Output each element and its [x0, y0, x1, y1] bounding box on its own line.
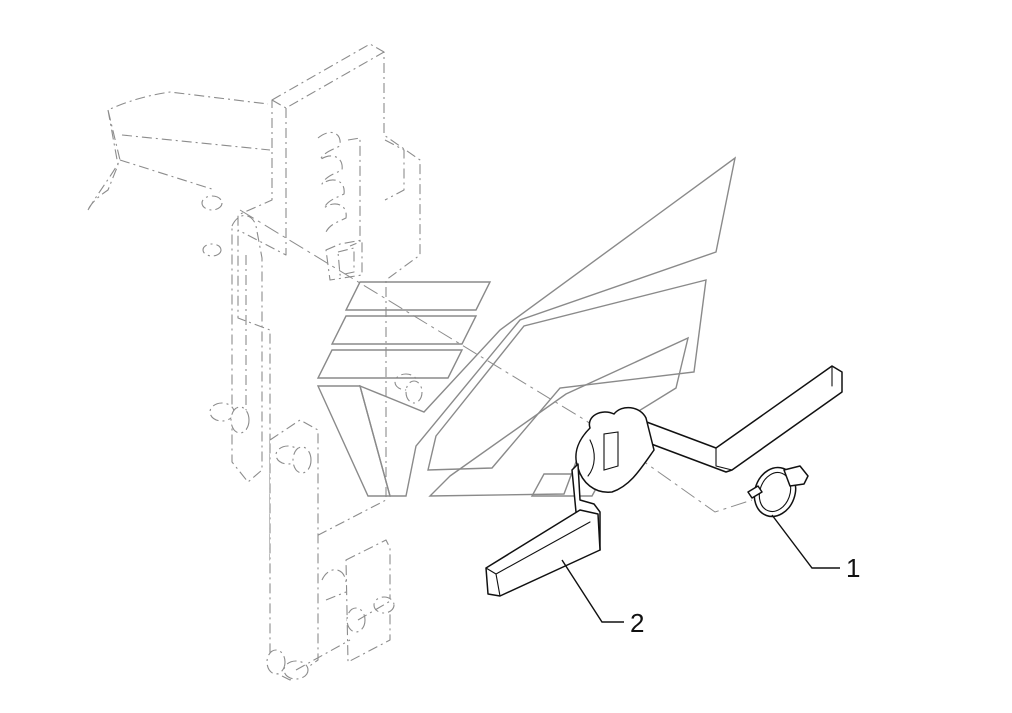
lynch-pin-part: [747, 465, 809, 518]
leader-line-1: [771, 514, 840, 569]
phantom-mounting-assembly: [87, 43, 423, 681]
phantom-side-bracket: [231, 214, 263, 483]
lynch-pin-head: [783, 465, 809, 487]
lever-upper-handle: [635, 365, 843, 473]
phantom-bolt: [201, 195, 423, 680]
lever-lower-handle: [485, 509, 601, 597]
phantom-rack-teeth: [317, 131, 363, 281]
assembly-axis-line: [239, 209, 753, 513]
phantom-upper-plate: [237, 43, 421, 561]
lever-part: [485, 365, 843, 597]
phantom-frame-tube: [87, 91, 271, 211]
callout-2: 2: [630, 608, 644, 638]
leader-line-2: [561, 559, 624, 623]
lynch-pin-shank: [747, 485, 763, 499]
callout-1: 1: [846, 553, 860, 583]
lever-hub-plate: [575, 406, 655, 493]
